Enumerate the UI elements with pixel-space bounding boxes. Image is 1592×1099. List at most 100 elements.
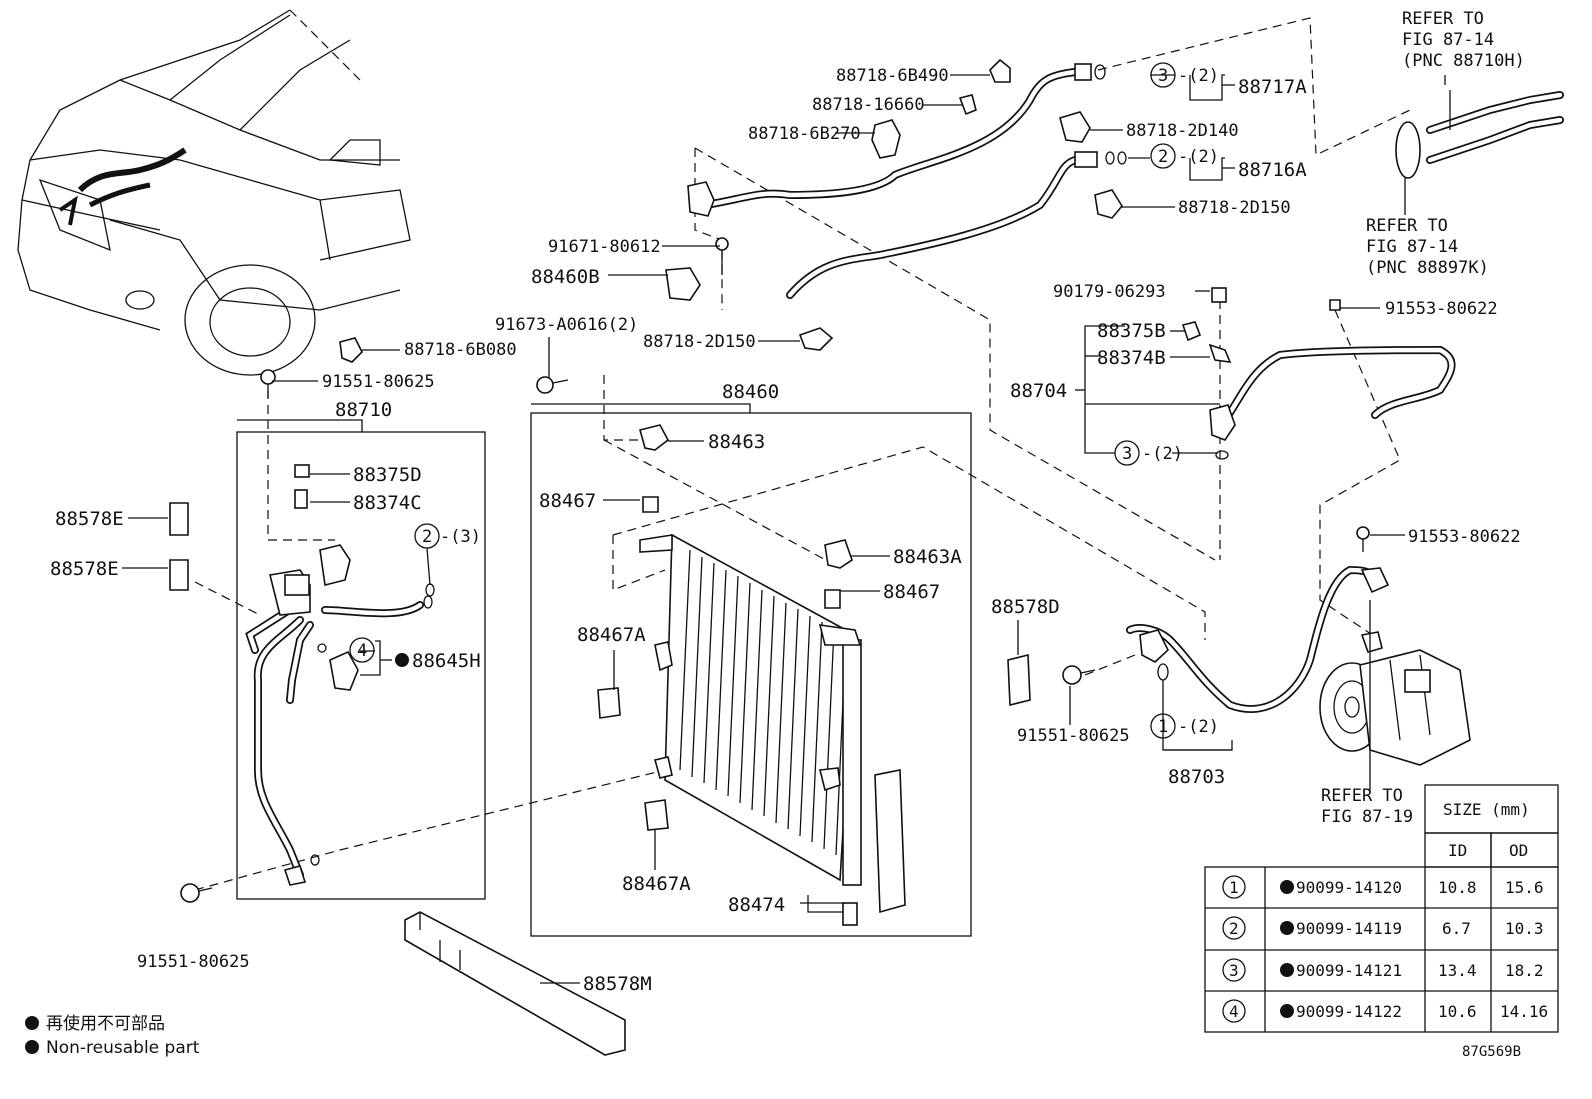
- table-row2-id: 6.7: [1442, 919, 1471, 938]
- table-row4-num: 4: [1229, 1002, 1239, 1021]
- label-88718-16660: 88718-16660: [812, 95, 925, 115]
- ref-compressor-line1: REFER TO: [1321, 786, 1403, 806]
- ref-evap-line2: FIG 87-14: [1402, 30, 1494, 50]
- label-88710: 88710: [335, 399, 392, 421]
- table-row3-part: 90099-14121: [1296, 961, 1402, 980]
- label-88718-6b490: 88718-6B490: [836, 66, 949, 86]
- label-88718-2d140: 88718-2D140: [1126, 121, 1239, 141]
- table-header-id: ID: [1448, 841, 1467, 860]
- label-88467-left: 88467: [539, 490, 596, 512]
- callout-3-88717a: 3: [1158, 66, 1168, 86]
- assembly-box-88710: [236, 431, 486, 900]
- label-91553-80622-top: 91553-80622: [1385, 299, 1498, 319]
- callout-qty-88716a: -(2): [1178, 147, 1219, 167]
- legend-bullet-icon: [25, 1040, 39, 1054]
- label-88374b: 88374B: [1097, 347, 1166, 369]
- bracket-88578e: [169, 502, 189, 591]
- hose-88704: [1181, 287, 1456, 460]
- table-row4-id: 10.6: [1438, 1002, 1477, 1021]
- table-row2-part: 90099-14119: [1296, 919, 1402, 938]
- condenser-small-parts: [536, 376, 906, 926]
- label-88718-6b270: 88718-6B270: [748, 124, 861, 144]
- callout-qty-88704: -(2): [1142, 444, 1183, 464]
- ref-compressor-line2: FIG 87-19: [1321, 807, 1413, 827]
- label-88718-2d150-top: 88718-2D150: [1178, 198, 1291, 218]
- table-row3-id: 13.4: [1438, 961, 1477, 980]
- discharge-pipe-88717a: [687, 63, 1106, 217]
- suction-pipe-88716a: [786, 151, 1127, 299]
- ref-expansion-line1: REFER TO: [1366, 216, 1448, 236]
- reference-notes: REFER TO FIG 87-14 (PNC 88710H) REFER TO…: [1321, 9, 1525, 827]
- label-88718-2d150-mid: 88718-2D150: [643, 332, 756, 352]
- label-88463a: 88463A: [893, 546, 962, 568]
- label-88718-6b080: 88718-6B080: [404, 340, 517, 360]
- label-91551-80625-right: 91551-80625: [1017, 726, 1130, 746]
- leader-lines: [122, 74, 1446, 984]
- label-88463: 88463: [708, 431, 765, 453]
- figure-code: 87G569B: [1462, 1044, 1521, 1060]
- callout-1-88703: 1: [1158, 717, 1168, 737]
- bracket-88578d: [1007, 653, 1031, 707]
- table-row1-od: 15.6: [1505, 878, 1544, 897]
- table-header-od: OD: [1509, 841, 1528, 860]
- label-91551-80625-top: 91551-80625: [322, 372, 435, 392]
- legend-japanese: 再使用不可部品: [46, 1013, 165, 1034]
- label-91671-80612: 91671-80612: [548, 237, 661, 257]
- part-labels: 88718-6B490 88718-16660 88718-6B270 8871…: [50, 66, 1521, 1060]
- label-88578e-top: 88578E: [55, 508, 124, 530]
- label-88374c: 88374C: [353, 492, 422, 514]
- bolt-icons: [180, 369, 1370, 903]
- callout-qty-88703: -(2): [1178, 717, 1219, 737]
- table-row2-od: 10.3: [1505, 919, 1544, 938]
- table-row1-num: 1: [1229, 878, 1239, 897]
- label-88467-right: 88467: [883, 581, 940, 603]
- evaporator-connection-ref: [1395, 90, 1564, 179]
- callout-3-88704: 3: [1122, 444, 1132, 464]
- label-88474: 88474: [728, 894, 785, 916]
- ref-evap-line1: REFER TO: [1402, 9, 1484, 29]
- label-88578e-bottom: 88578E: [50, 558, 119, 580]
- label-88578d: 88578D: [991, 596, 1060, 618]
- ref-expansion-line3: (PNC 88897K): [1366, 258, 1489, 278]
- ref-expansion-line2: FIG 87-14: [1366, 237, 1458, 257]
- label-88717a: 88717A: [1238, 76, 1307, 98]
- label-88375b: 88375B: [1097, 320, 1166, 342]
- assembly-box-88460: [530, 412, 972, 937]
- table-row4-part: 90099-14122: [1296, 1002, 1402, 1021]
- label-91551-80625-bottom: 91551-80625: [137, 952, 250, 972]
- liquid-tube-88710: [245, 464, 435, 886]
- dashed-leader-lines: [194, 9, 1411, 891]
- label-88578m: 88578M: [583, 973, 652, 995]
- table-row3-od: 18.2: [1505, 961, 1544, 980]
- label-88716a: 88716A: [1238, 159, 1307, 181]
- table-header-size: SIZE (mm): [1443, 800, 1530, 819]
- ref-evap-line3: (PNC 88710H): [1402, 51, 1525, 71]
- label-88467a-bottom: 88467A: [622, 873, 691, 895]
- vehicle-illustration: [17, 9, 411, 376]
- callout-qty-88710: -(3): [440, 527, 481, 547]
- legend-english: Non-reusable part: [46, 1038, 200, 1058]
- label-91673-a0616: 91673-A0616(2): [495, 315, 638, 335]
- label-90179-06293: 90179-06293: [1053, 282, 1166, 302]
- callout-qty-88717a: -(2): [1178, 66, 1219, 86]
- bracket-88578m: [404, 911, 626, 1056]
- label-88703: 88703: [1168, 766, 1225, 788]
- label-88704: 88704: [1010, 380, 1067, 402]
- table-row2-num: 2: [1229, 919, 1239, 938]
- callout-4-88645h: 4: [357, 641, 367, 661]
- label-88467a-top: 88467A: [577, 624, 646, 646]
- legend-bullet-icon: [25, 1016, 39, 1030]
- label-88460: 88460: [722, 381, 779, 403]
- table-row1-id: 10.8: [1438, 878, 1477, 897]
- circled-callouts: 3 -(2) 2 -(2) 3 -(2) 2 -(3) 4 1 -(2): [349, 62, 1219, 739]
- clamp-icons-top: [339, 58, 1123, 363]
- table-row1-part: 90099-14120: [1296, 878, 1402, 897]
- oring-size-table: SIZE (mm) ID OD 1 90099-14120 10.8 15.6 …: [1204, 784, 1559, 1033]
- condenser-core: [639, 533, 862, 886]
- callout-2-88716a: 2: [1158, 147, 1168, 167]
- label-88460b: 88460B: [531, 266, 600, 288]
- label-88645h: 88645H: [412, 650, 481, 672]
- table-row3-num: 3: [1229, 961, 1239, 980]
- table-row4-od: 14.16: [1500, 1002, 1548, 1021]
